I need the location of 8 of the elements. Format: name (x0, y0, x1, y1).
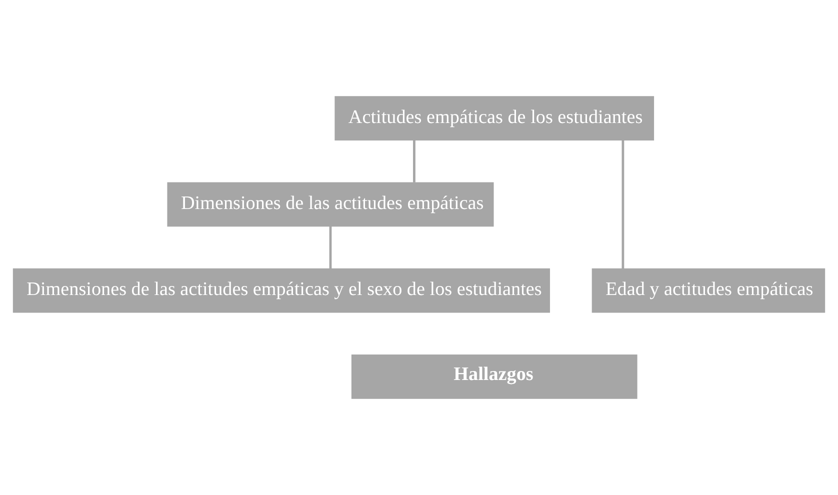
node-box: Dimensiones de las actitudes empáticas y el sexo de los estudiantes (12, 268, 550, 313)
connector (622, 140, 624, 269)
node-box: Actitudes empáticas de los estudiantes (334, 96, 654, 140)
connector (413, 140, 416, 182)
node-box: Dimensiones de las actitudes empáticas (167, 182, 494, 227)
connector (329, 226, 332, 269)
node-box: Hallazgos (351, 354, 638, 399)
node-box: Edad y actitudes empáticas (592, 268, 826, 313)
